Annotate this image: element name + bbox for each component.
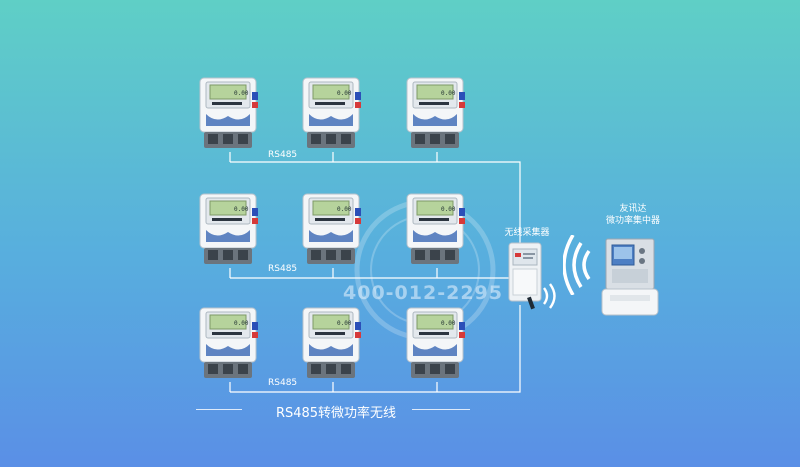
wireless-signal-icon-large (563, 235, 591, 295)
svg-text:0.00: 0.00 (234, 90, 249, 97)
caption: RS485转微功率无线 (275, 406, 397, 421)
svg-text:0.00: 0.00 (234, 206, 249, 213)
collector-device-icon (508, 242, 542, 310)
svg-text:0.00: 0.00 (441, 206, 456, 213)
electric-meter-icon: 0.00 (196, 306, 264, 384)
electric-meter-icon: 0.00 (299, 192, 367, 270)
electric-meter-icon: 0.00 (196, 192, 264, 270)
electric-meter-icon: 0.00 (299, 306, 367, 384)
electric-meter-icon: 0.00 (403, 192, 471, 270)
svg-text:0.00: 0.00 (337, 90, 352, 97)
bus-label-row-2: RS485 (268, 264, 298, 274)
caption-rule-left (196, 409, 242, 410)
watermark-text: 400-012-2295 (343, 282, 503, 304)
svg-text:0.00: 0.00 (234, 320, 249, 327)
bus-label-row-1: RS485 (268, 150, 298, 160)
svg-text:0.00: 0.00 (337, 320, 352, 327)
concentrator-device-icon (601, 238, 659, 316)
caption-rule-right (412, 409, 470, 410)
electric-meter-icon: 0.00 (299, 76, 367, 154)
bus-label-row-3: RS485 (268, 378, 298, 388)
wireless-signal-icon-small (543, 283, 556, 309)
electric-meter-icon: 0.00 (403, 306, 471, 384)
electric-meter-icon: 0.00 (196, 76, 264, 154)
concentrator-label: 友讯达 微功率集中器 (588, 203, 678, 227)
svg-text:0.00: 0.00 (337, 206, 352, 213)
electric-meter-icon: 0.00 (403, 76, 471, 154)
concentrator-label-line1: 友讯达 (619, 204, 647, 214)
collector-label: 无线采集器 (504, 228, 550, 238)
concentrator-label-line2: 微功率集中器 (605, 216, 660, 226)
svg-text:0.00: 0.00 (441, 90, 456, 97)
svg-text:0.00: 0.00 (441, 320, 456, 327)
